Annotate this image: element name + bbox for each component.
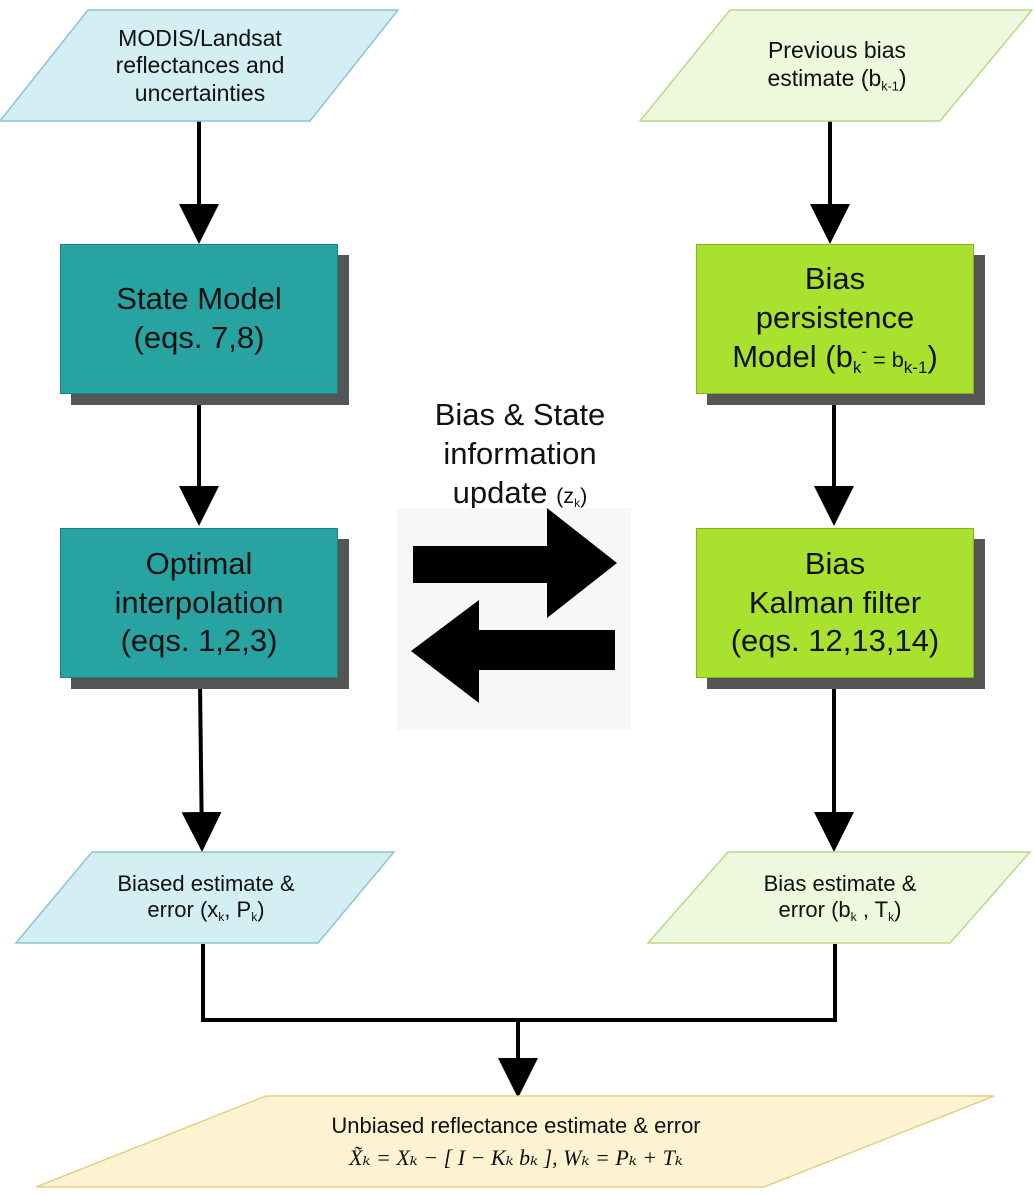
previous-bias-shape (638, 9, 1034, 122)
left-arrow (411, 600, 615, 703)
persistence-line-2: persistence (755, 299, 915, 335)
bias-estimate-output: Bias estimate & error (bk , Tk) (646, 851, 1032, 944)
kalman-line-1: Bias (804, 545, 866, 581)
right-arrow (413, 508, 617, 618)
biased-estimate-output: Biased estimate & error (xk, Pk) (14, 851, 396, 944)
kalman-line-2: Kalman filter (748, 584, 922, 620)
previous-bias-line-2: estimate (bk-1) (767, 64, 907, 94)
update-line-2: information (443, 435, 597, 471)
biased-line-2: error (xk, Pk) (147, 897, 265, 925)
kalman-line-3: (eqs. 12,13,14) (730, 623, 940, 659)
update-line-3: update (zk) (452, 474, 588, 510)
persistence-line-3: Model (bk- = bk-1) (732, 338, 938, 377)
oi-line-2: interpolation (114, 584, 284, 620)
oi-line-1: Optimal (145, 545, 253, 581)
bias-kalman-box: Bias Kalman filter (eqs. 12,13,14) (696, 528, 974, 678)
state-model-title: State Model (116, 281, 282, 317)
optimal-interpolation-box: Optimal interpolation (eqs. 1,2,3) (60, 528, 338, 678)
modis-line-3: uncertainties (134, 79, 266, 106)
previous-bias-input: Previous bias estimate (bk-1) (638, 9, 1034, 122)
merge-line (201, 944, 837, 1022)
modis-line-2: reflectances and (115, 52, 285, 79)
bias-persistence-box: Bias persistence Model (bk- = bk-1) (696, 244, 974, 394)
unbiased-output: Unbiased reflectance estimate & error X̃… (35, 1095, 996, 1188)
update-label: Bias & State information update (zk) (400, 396, 640, 512)
bias-est-line-2: error (bk , Tk) (778, 897, 902, 925)
previous-bias-line-1: Previous bias (767, 37, 907, 64)
persistence-line-1: Bias (804, 261, 866, 297)
biased-line-1: Biased estimate & (117, 870, 295, 896)
unbiased-shape (35, 1095, 995, 1188)
state-model-box: State Model (eqs. 7,8) (60, 244, 338, 394)
exchange-arrows (397, 508, 631, 730)
unbiased-title: Unbiased reflectance estimate & error (331, 1112, 701, 1138)
unbiased-formula: X̃ₖ = Xₖ − [ I − Kₖ bₖ ], Wₖ = Pₖ + Tₖ (349, 1145, 683, 1170)
update-line-1: Bias & State (434, 397, 606, 432)
modis-shape (0, 9, 400, 122)
biased-estimate-shape (14, 851, 396, 944)
exchange-arrows-svg (411, 508, 617, 703)
modis-line-1: MODIS/Landsat (118, 24, 282, 51)
arrow-oi-to-biased (181, 683, 222, 852)
bias-estimate-shape (646, 851, 1032, 944)
state-model-eqs: (eqs. 7,8) (133, 320, 265, 355)
bias-est-line-1: Bias estimate & (763, 870, 917, 896)
oi-line-3: (eqs. 1,2,3) (120, 623, 278, 659)
modis-input: MODIS/Landsat reflectances and uncertain… (0, 9, 400, 122)
